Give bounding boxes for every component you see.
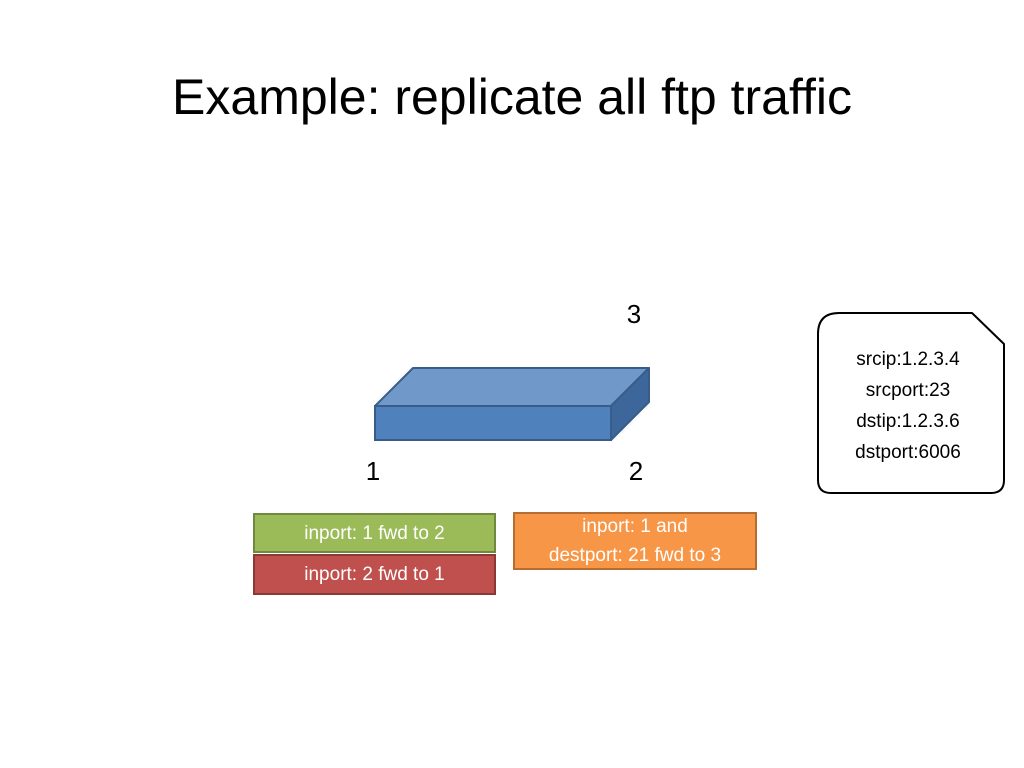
packet-srcport: srcport:23 bbox=[865, 380, 951, 401]
switch-icon bbox=[374, 367, 650, 441]
switch-front-face bbox=[374, 405, 612, 441]
rule-ftp-forward-to-3: inport: 1 and destport: 21 fwd to 3 bbox=[513, 512, 757, 570]
port-label-2: 2 bbox=[628, 456, 644, 486]
rule-forward-1-to-2-text: inport: 1 fwd to 2 bbox=[304, 522, 445, 544]
rule-ftp-line-1: inport: 1 and bbox=[582, 516, 688, 537]
rule-forward-1-to-2: inport: 1 fwd to 2 bbox=[253, 513, 496, 553]
packet-srcip: srcip:1.2.3.4 bbox=[856, 349, 960, 370]
port-label-1: 1 bbox=[365, 456, 381, 486]
packet-header-icon bbox=[817, 312, 1005, 494]
switch-top-face bbox=[374, 367, 650, 407]
packet-dstip: dstip:1.2.3.6 bbox=[856, 411, 960, 432]
rule-ftp-line-2: destport: 21 fwd to 3 bbox=[548, 545, 722, 566]
port-label-3: 3 bbox=[626, 299, 642, 329]
slide-title: Example: replicate all ftp traffic bbox=[172, 69, 852, 125]
rule-forward-2-to-1-text: inport: 2 fwd to 1 bbox=[304, 564, 445, 585]
packet-header-outline bbox=[817, 312, 1005, 494]
packet-header-fields: srcip:1.2.3.4 srcport:23 dstip:1.2.3.6 d… bbox=[817, 344, 999, 468]
packet-dstport: dstport:6006 bbox=[855, 442, 961, 463]
rule-forward-2-to-1: inport: 2 fwd to 1 bbox=[253, 554, 496, 595]
